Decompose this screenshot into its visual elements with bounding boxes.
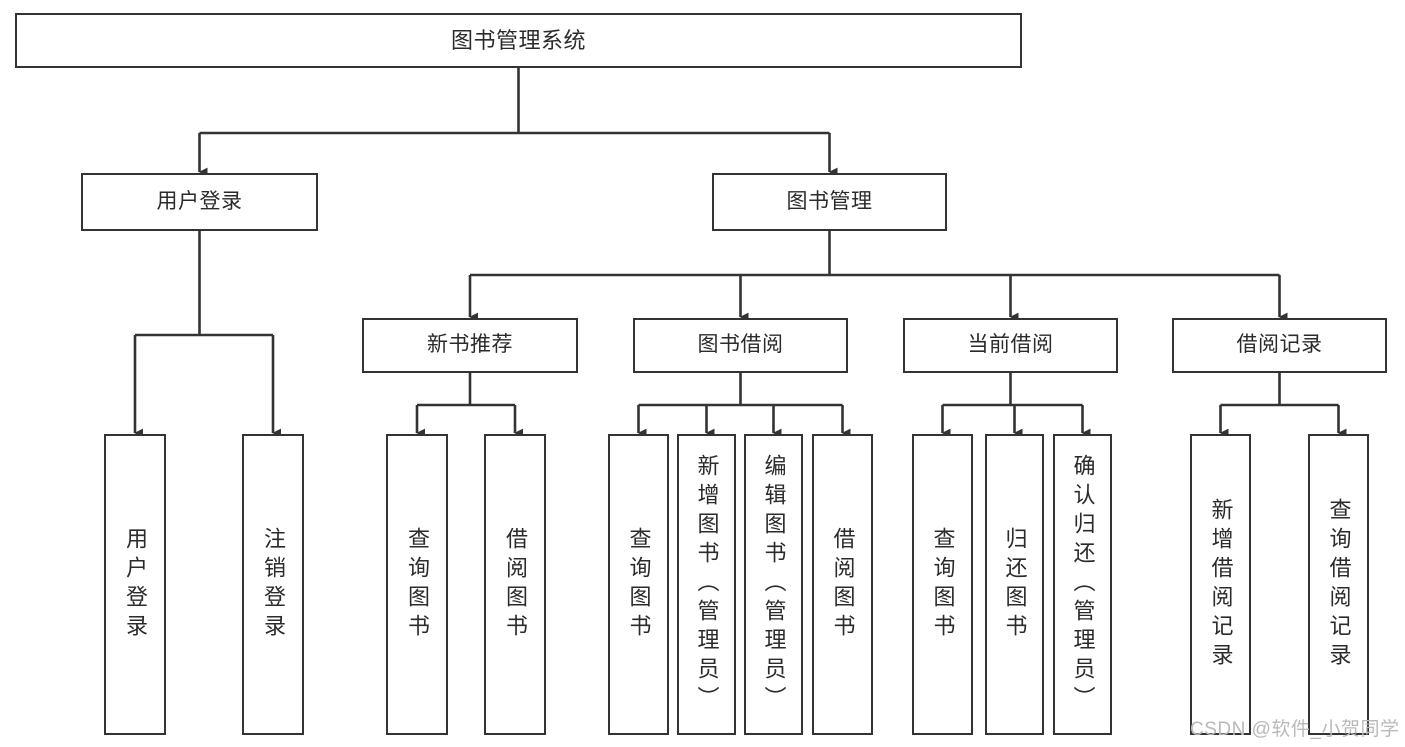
node-new-book-recommend[interactable]: 新书推荐 [362,318,578,373]
node-label-new-book-recommend: 新书推荐 [427,333,513,357]
node-label-book-borrow: 图书借阅 [697,333,784,357]
node-label-root: 图书管理系统 [450,27,586,53]
node-leaf-user-login[interactable]: 用户登录 [104,434,166,735]
node-label-leaf-borrow-book-1: 借阅图书 [503,526,528,643]
node-leaf-edit-book-admin[interactable]: 编辑图书（管理员） [744,434,803,735]
node-leaf-query-book-3[interactable]: 查询图书 [912,434,973,735]
node-label-leaf-query-book-2: 查询图书 [626,526,652,643]
node-leaf-confirm-return-admin[interactable]: 确认归还（管理员） [1053,434,1112,735]
node-book-borrow[interactable]: 图书借阅 [633,318,848,373]
node-label-leaf-query-book-1: 查询图书 [405,526,430,643]
node-label-leaf-add-book-admin: 新增图书（管理员） [694,454,720,715]
node-label-leaf-return-book: 归还图书 [1002,526,1028,643]
node-leaf-add-borrow-record[interactable]: 新增借阅记录 [1190,434,1251,735]
node-label-book-manage: 图书管理 [786,189,873,213]
node-leaf-borrow-book-1[interactable]: 借阅图书 [484,434,546,735]
node-leaf-user-logout[interactable]: 注销登录 [242,434,304,735]
node-book-manage[interactable]: 图书管理 [712,173,947,231]
node-label-leaf-user-login: 用户登录 [123,526,148,643]
watermark-label: CSDN @软件_小贺同学 [1190,719,1400,740]
node-label-borrow-record: 借阅记录 [1236,333,1323,357]
node-label-current-borrow: 当前借阅 [967,333,1054,357]
node-leaf-query-book-1[interactable]: 查询图书 [386,434,448,735]
node-label-leaf-add-borrow-record: 新增借阅记录 [1208,497,1234,672]
node-current-borrow[interactable]: 当前借阅 [903,318,1118,373]
node-label-leaf-confirm-return-admin: 确认归还（管理员） [1070,454,1096,715]
node-leaf-return-book[interactable]: 归还图书 [985,434,1044,735]
node-user-login[interactable]: 用户登录 [81,173,318,231]
node-label-leaf-query-book-3: 查询图书 [930,526,956,643]
node-root[interactable]: 图书管理系统 [15,13,1022,68]
node-leaf-borrow-book-2[interactable]: 借阅图书 [812,434,873,735]
node-leaf-add-book-admin[interactable]: 新增图书（管理员） [677,434,736,735]
node-label-leaf-borrow-book-2: 借阅图书 [830,526,856,643]
node-leaf-query-borrow-record[interactable]: 查询借阅记录 [1308,434,1369,735]
node-label-leaf-query-borrow-record: 查询借阅记录 [1326,497,1352,672]
node-borrow-record[interactable]: 借阅记录 [1172,318,1387,373]
connector-lines [133,68,1347,438]
node-label-user-login: 用户登录 [156,189,243,213]
node-leaf-query-book-2[interactable]: 查询图书 [608,434,669,735]
node-label-leaf-user-logout: 注销登录 [261,526,286,643]
node-label-leaf-edit-book-admin: 编辑图书（管理员） [761,454,787,715]
